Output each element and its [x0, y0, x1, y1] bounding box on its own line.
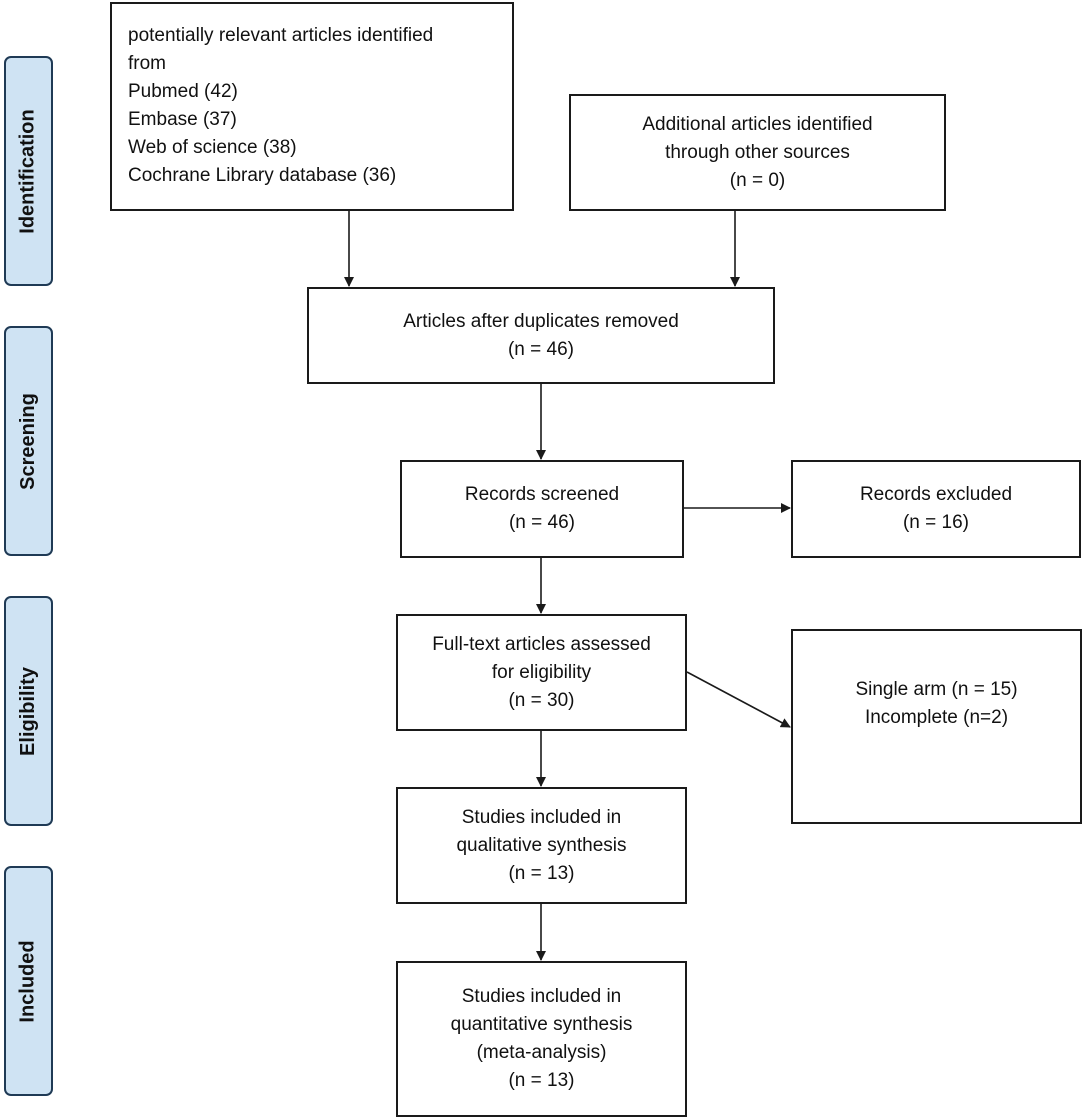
quantitative-line-2: quantitative synthesis — [450, 1014, 633, 1035]
stage-identification: Identification — [4, 56, 53, 286]
databases-line-1: potentially relevant articles identified — [128, 25, 434, 46]
databases-line-3: Pubmed (42) — [128, 81, 238, 102]
databases-line-4: Embase (37) — [128, 109, 237, 130]
quantitative-box: Studies included in quantitative synthes… — [396, 961, 687, 1117]
other-sources-box: Additional articles identified through o… — [569, 94, 946, 211]
after-duplicates-line-1: Articles after duplicates removed — [403, 310, 679, 332]
qualitative-box: Studies included in qualitative synthesi… — [396, 787, 687, 904]
screened-box: Records screened (n = 46) — [400, 460, 684, 558]
full-text-line-2: for eligibility — [491, 661, 592, 683]
quantitative-line-1: Studies included in — [461, 986, 622, 1007]
qualitative-line-3: (n = 13) — [508, 862, 575, 884]
databases-box: potentially relevant articles identified… — [110, 2, 514, 211]
databases-line-6: Cochrane Library database (36) — [128, 165, 397, 186]
stage-eligibility: Eligibility — [4, 596, 53, 826]
full-text-excluded-box: Single arm (n = 15) Incomplete (n=2) — [791, 629, 1082, 824]
databases-line-5: Web of science (38) — [128, 137, 297, 158]
screened-line-2: (n = 46) — [508, 512, 575, 533]
after-duplicates-line-2: (n = 46) — [507, 338, 574, 360]
other-sources-line-1: Additional articles identified — [642, 113, 873, 135]
full-text-line-1: Full-text articles assessed — [432, 633, 651, 655]
full-text-excluded-line-2: Incomplete (n=2) — [864, 707, 1009, 728]
excluded-line-2: (n = 16) — [902, 512, 969, 533]
full-text-line-3: (n = 30) — [508, 689, 575, 711]
databases-line-2: from — [128, 53, 166, 74]
qualitative-line-2: qualitative synthesis — [456, 834, 627, 856]
excluded-line-1: Records excluded — [859, 484, 1013, 505]
full-text-excluded-line-1: Single arm (n = 15) — [855, 679, 1018, 700]
screened-line-1: Records screened — [464, 484, 620, 505]
quantitative-line-3: (meta-analysis) — [476, 1042, 607, 1063]
excluded-box: Records excluded (n = 16) — [791, 460, 1081, 558]
after-duplicates-box: Articles after duplicates removed (n = 4… — [307, 287, 775, 384]
qualitative-line-1: Studies included in — [461, 806, 622, 828]
stage-screening: Screening — [4, 326, 53, 556]
quantitative-line-4: (n = 13) — [508, 1070, 575, 1091]
other-sources-line-3: (n = 0) — [729, 169, 786, 191]
other-sources-line-2: through other sources — [665, 141, 850, 163]
arrow-fulltext-to-excluded — [686, 671, 791, 728]
full-text-box: Full-text articles assessed for eligibil… — [396, 614, 687, 731]
stage-included: Included — [4, 866, 53, 1096]
